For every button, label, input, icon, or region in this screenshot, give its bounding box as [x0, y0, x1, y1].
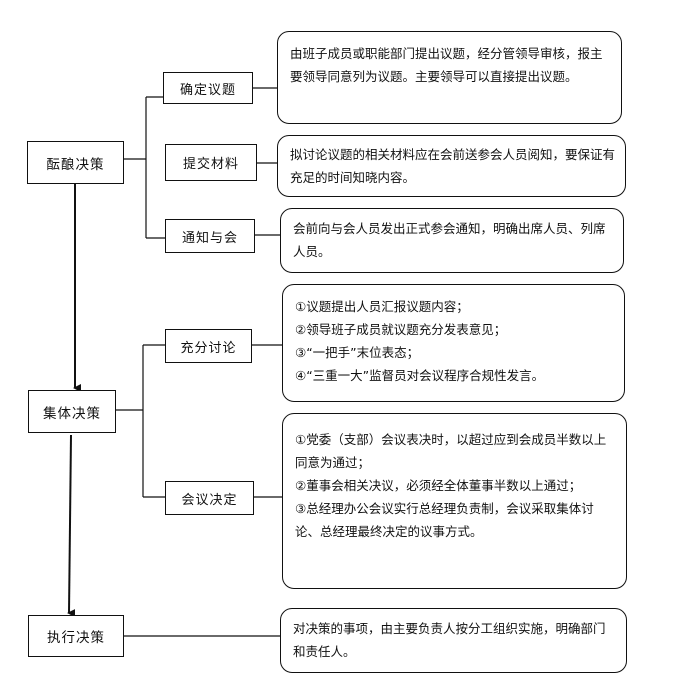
description-line: ①党委（支部）会议表决时，以超过应到会成员半数以上同意为通过； — [295, 432, 607, 470]
step-box-topic: 确定议题 — [163, 72, 253, 104]
description-text: 会前向与会人员发出正式参会通知，明确出席人员、列席人员。 — [293, 221, 606, 259]
description-text: 拟讨论议题的相关材料应在会前送参会人员阅知，要保证有充足的时间知晓内容。 — [290, 147, 616, 185]
step-box-discussion: 充分讨论 — [165, 329, 252, 363]
flow-arrow-2 — [67, 434, 76, 618]
stage-1-connectors — [124, 87, 280, 239]
step-label: 确定议题 — [179, 82, 236, 98]
step-label: 会议决定 — [181, 492, 238, 508]
stage-label: 集体决策 — [43, 405, 101, 422]
description-line: ②董事会相关决议，必须经全体董事半数以上通过； — [295, 478, 582, 493]
stage-box-execution: 执行决策 — [28, 615, 124, 657]
description-line: ③“一把手”末位表态； — [295, 345, 420, 360]
step-box-notice: 通知与会 — [165, 219, 255, 253]
step-label: 通知与会 — [181, 230, 238, 246]
description-box-topic: 由班子成员或职能部门提出议题，经分管领导审核，报主要领导同意列为议题。主要领导可… — [277, 31, 622, 124]
step-label: 提交材料 — [182, 157, 239, 172]
step-box-materials: 提交材料 — [165, 144, 257, 181]
stage-label: 执行决策 — [47, 630, 105, 646]
step-box-decision: 会议决定 — [165, 481, 254, 515]
stage-2-connectors — [116, 344, 282, 498]
step-label: 充分讨论 — [180, 340, 237, 356]
description-text: 由班子成员或职能部门提出议题，经分管领导审核，报主要领导同意列为议题。主要领导可… — [290, 46, 603, 84]
description-line: ②领导班子成员就议题充分发表意见； — [295, 322, 507, 337]
description-box-notice: 会前向与会人员发出正式参会通知，明确出席人员、列席人员。 — [280, 208, 624, 273]
stage-box-brewing: 酝酿决策 — [27, 141, 124, 184]
stage-box-collective: 集体决策 — [28, 390, 116, 433]
description-box-execution: 对决策的事项，由主要负责人按分工组织实施，明确部门和责任人。 — [280, 608, 627, 673]
description-line: ④“三重一大”监督员对会议程序合规性发言。 — [295, 368, 545, 383]
description-box-decision: ①党委（支部）会议表决时，以超过应到会成员半数以上同意为通过； ②董事会相关决议… — [282, 413, 627, 589]
stage-label: 酝酿决策 — [46, 156, 105, 173]
description-box-discussion: ①议题提出人员汇报议题内容； ②领导班子成员就议题充分发表意见； ③“一把手”末… — [282, 284, 625, 402]
description-line: ③总经理办公会议实行总经理负责制，会议采取集体讨论、总经理最终决定的议事方式。 — [295, 501, 594, 539]
description-line: ①议题提出人员汇报议题内容； — [295, 299, 469, 314]
description-box-materials: 拟讨论议题的相关材料应在会前送参会人员阅知，要保证有充足的时间知晓内容。 — [277, 135, 626, 197]
description-text: 对决策的事项，由主要负责人按分工组织实施，明确部门和责任人。 — [293, 621, 606, 659]
